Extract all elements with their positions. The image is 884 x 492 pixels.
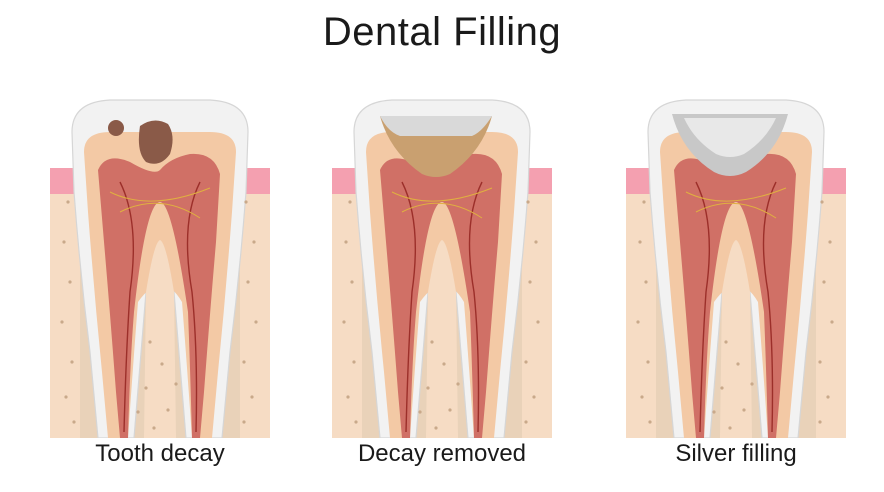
nerve-line: [119, 181, 135, 433]
cavity-rim: [380, 116, 492, 136]
nerve-line: [695, 181, 711, 433]
panel-silver-filling: [626, 92, 846, 438]
nerve-line: [401, 181, 417, 433]
tooth-diagram: [626, 99, 846, 438]
blood-vessel: [695, 202, 777, 219]
blood-vessel: [109, 187, 211, 202]
blood-vessel: [685, 187, 787, 202]
caption-decay-removed: Decay removed: [357, 440, 527, 467]
decay-cavity: [138, 120, 173, 164]
nerve-line: [186, 181, 201, 433]
panel-tooth-decay: [50, 92, 270, 438]
blood-vessel: [401, 202, 483, 219]
nerve-line: [762, 181, 777, 433]
panel-decay-removed: [332, 92, 552, 438]
inner-root-shape: [426, 240, 458, 438]
tooth-diagram: [50, 99, 270, 438]
filling-highlight: [684, 118, 776, 157]
pulp-chamber: [380, 153, 502, 438]
blood-vessel: [391, 187, 493, 202]
decay-spot-small: [108, 120, 124, 136]
nerve-line: [468, 181, 483, 433]
caption-tooth-decay: Tooth decay: [95, 440, 225, 467]
caption-silver-filling: Silver filling: [675, 440, 797, 467]
blood-vessel: [119, 202, 201, 219]
inner-root-shape: [720, 240, 752, 438]
diagram-title: Dental Filling: [322, 10, 562, 54]
inner-root-shape: [144, 240, 176, 438]
pulp-chamber: [98, 153, 220, 438]
tooth-diagram: [332, 99, 552, 438]
pulp-chamber: [674, 153, 796, 438]
